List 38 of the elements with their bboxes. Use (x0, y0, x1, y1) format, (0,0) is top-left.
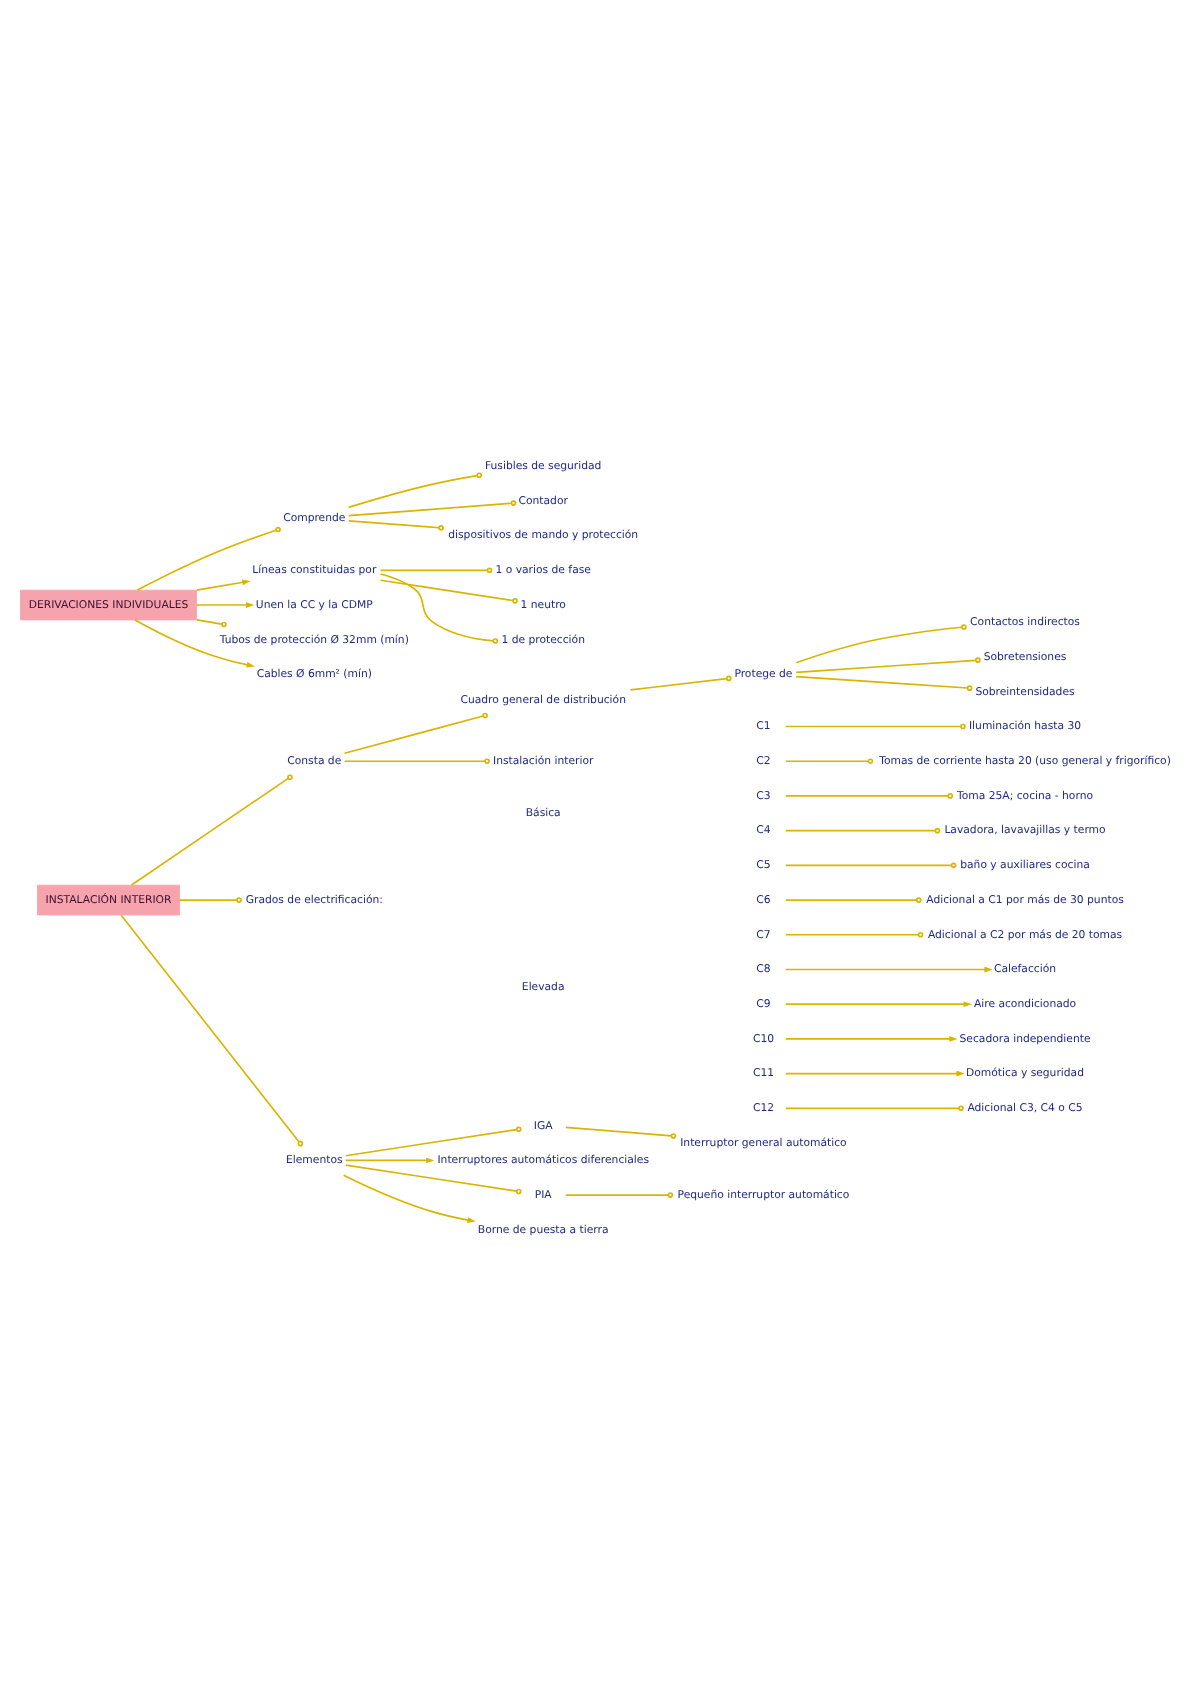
connector (130, 774, 293, 886)
connector (564, 1192, 674, 1198)
connector (136, 526, 281, 591)
connector (629, 675, 732, 691)
connector (784, 723, 966, 730)
arrow (195, 602, 255, 608)
arrow (784, 1070, 965, 1077)
connector (120, 914, 304, 1147)
connector (343, 758, 490, 765)
connector (784, 897, 922, 903)
connector (784, 862, 957, 869)
connector (178, 897, 242, 903)
connector (344, 1164, 522, 1195)
connector (347, 472, 482, 509)
connector (795, 624, 967, 664)
arrow (342, 1174, 476, 1223)
arrow (344, 1157, 435, 1164)
arrow (784, 1036, 958, 1042)
arrow (134, 619, 255, 668)
connector (795, 657, 981, 674)
connector (784, 793, 954, 799)
arrow (784, 966, 993, 973)
connector (347, 500, 517, 517)
arrow (784, 1001, 972, 1008)
connector (784, 827, 941, 834)
connector (379, 567, 493, 574)
connector (564, 1126, 677, 1139)
connector (379, 573, 499, 644)
connector (784, 931, 924, 938)
connector (784, 1105, 964, 1112)
connector (343, 712, 488, 755)
connector (347, 520, 444, 531)
arrow (195, 579, 251, 591)
connector (379, 579, 518, 604)
connector (195, 619, 227, 628)
connector (784, 758, 874, 765)
connector (344, 1126, 522, 1157)
connector (795, 675, 973, 691)
